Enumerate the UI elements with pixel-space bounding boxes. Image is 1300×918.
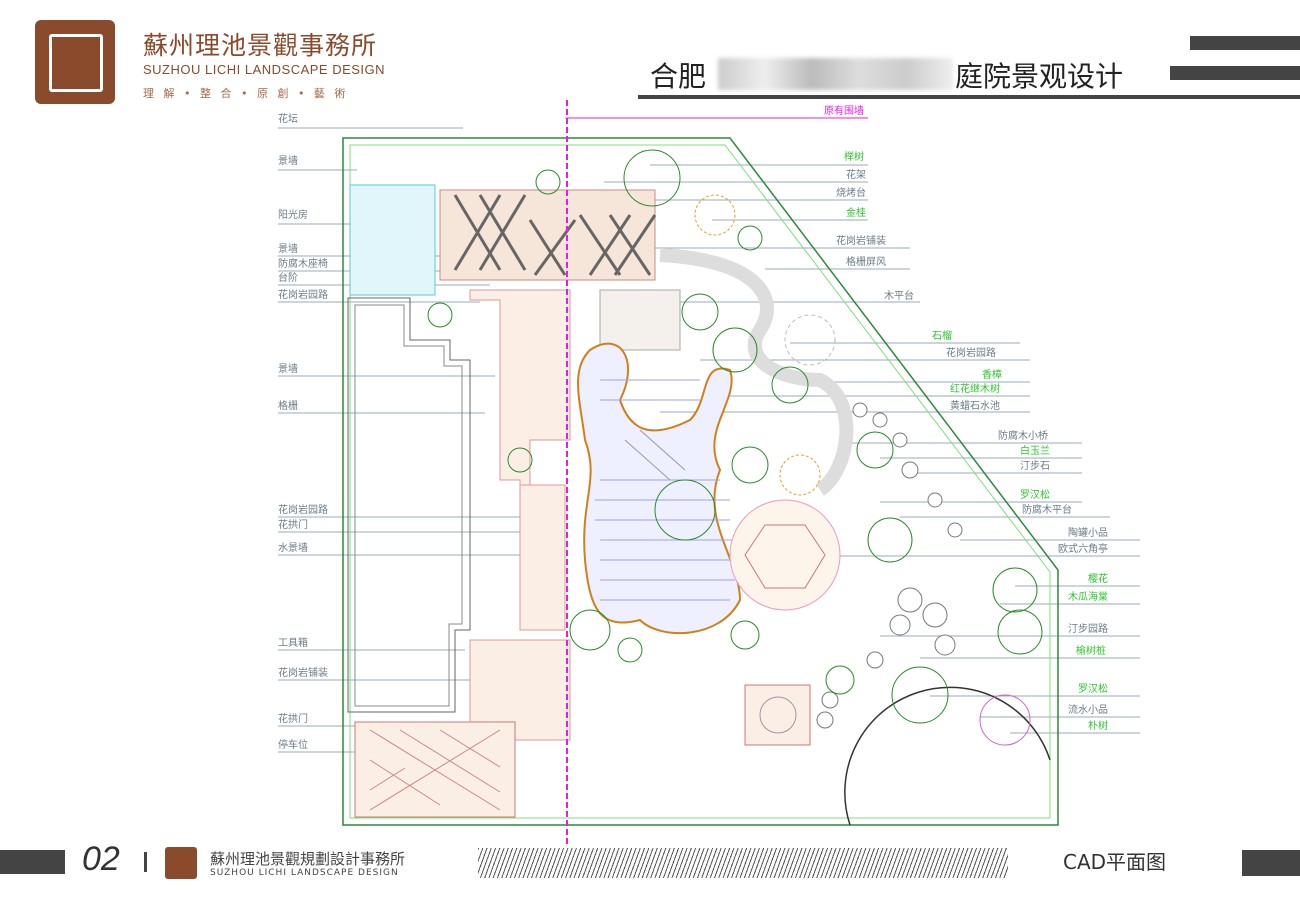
plan-label: 花岗岩园路 (278, 505, 328, 516)
firm-motto: 理 解 • 整 合 • 原 創 • 藝 術 (143, 87, 349, 100)
plan-label: 榆树桩 (1076, 646, 1106, 657)
plan-label: 欧式六角亭 (1058, 544, 1108, 555)
plan-label: 白玉兰 (1020, 446, 1050, 457)
plan-label: 陶罐小品 (1068, 528, 1108, 539)
plan-label: 汀步石 (1020, 461, 1050, 472)
plan-label: 景墙 (278, 364, 298, 375)
house-outline (347, 297, 471, 713)
plan-label: 防腐木平台 (1022, 505, 1072, 516)
plan-label: 停车位 (278, 740, 308, 751)
plan-label: 石榴 (932, 331, 952, 342)
plan-label: 花岗岩园路 (946, 348, 996, 359)
wood-deck (599, 289, 681, 351)
footer-bar (1242, 850, 1300, 876)
plan-label: 花坛 (278, 114, 298, 125)
hexagon-pavilion (744, 524, 826, 589)
plan-label: 罗汉松 (1020, 490, 1050, 501)
stepping-stones (816, 402, 963, 729)
drawing-type: CAD平面图 (1063, 850, 1167, 874)
plan-label: 水景墙 (278, 543, 308, 554)
plan-label: 景墙 (278, 156, 298, 167)
plan-label: 格栅屏风 (846, 257, 886, 268)
plan-label: 花岗岩铺装 (278, 668, 328, 679)
firm-name-cn: 蘇州理池景觀事務所 (143, 31, 378, 60)
trees (427, 149, 1043, 746)
header-bar (1170, 66, 1300, 80)
plan-label: 木平台 (884, 291, 914, 302)
plan-label: 花拱门 (278, 520, 308, 531)
sunroom (349, 184, 436, 296)
plan-label: 汀步园路 (1068, 624, 1108, 635)
plan-label: 流水小品 (1068, 705, 1108, 716)
plan-label: 防腐木小桥 (998, 431, 1048, 442)
title-prefix: 合肥 (650, 60, 707, 93)
title-suffix: 庭院景观设计 (955, 60, 1124, 93)
plan-label: 景墙 (278, 244, 298, 255)
plan-label: 花拱门 (278, 714, 308, 725)
plan-label: 黄蜡石水池 (950, 401, 1000, 412)
header-rule (638, 95, 1300, 99)
footer-divider (144, 852, 147, 872)
plan-label: 榉树 (844, 152, 864, 163)
plan-label: 工具箱 (278, 638, 308, 649)
page-number: 02 (82, 840, 120, 878)
plan-label: 香樟 (982, 370, 1002, 381)
plan-label: 红花继木树 (950, 384, 1000, 395)
redacted-title (718, 58, 953, 90)
plan-label: 烧烤台 (836, 188, 866, 199)
plan-label: 台阶 (278, 273, 298, 284)
plan-label: 原有围墙 (824, 106, 864, 117)
header-bar (1190, 36, 1300, 50)
firm-logo (35, 20, 115, 104)
plan-label: 樱花 (1088, 574, 1108, 585)
plan-label: 花岗岩园路 (278, 290, 328, 301)
plan-label: 花架 (846, 170, 866, 181)
plan-label: 格栅 (278, 401, 298, 412)
site-boundary (342, 137, 1059, 826)
pond (577, 342, 742, 635)
footer-bar (0, 850, 65, 874)
plan-label: 罗汉松 (1078, 684, 1108, 695)
leader-lines-right (560, 117, 1140, 734)
plan-label: 防腐木座椅 (278, 259, 328, 270)
firm-name-en: SUZHOU LICHI LANDSCAPE DESIGN (143, 62, 386, 77)
pergola (453, 194, 657, 276)
footer-logo (165, 847, 197, 879)
bridge (624, 429, 686, 481)
plan-label: 朴树 (1088, 721, 1108, 732)
plan-label: 阳光房 (278, 210, 308, 221)
arc (844, 686, 1051, 826)
footer-firm-cn: 蘇州理池景觀規劃設計事務所 (210, 850, 406, 868)
plan-label: 金桂 (846, 208, 866, 219)
footer-hatch (478, 848, 1008, 878)
plan-label: 木瓜海棠 (1068, 592, 1108, 603)
plan-label: 花岗岩铺装 (836, 236, 886, 247)
footer-firm-en: SUZHOU LICHI LANDSCAPE DESIGN (210, 868, 399, 878)
